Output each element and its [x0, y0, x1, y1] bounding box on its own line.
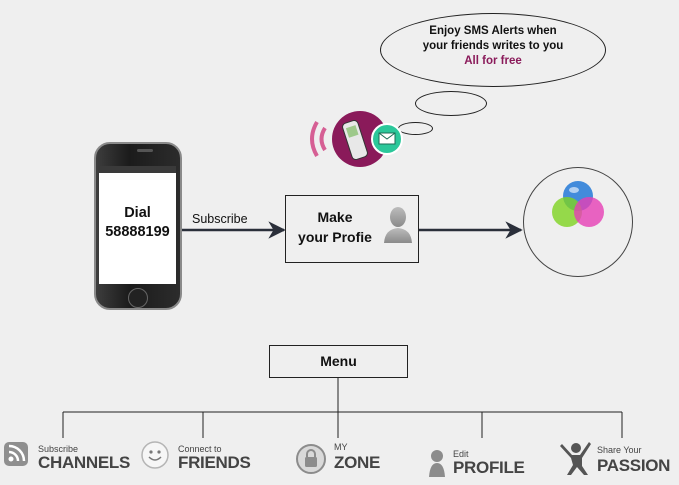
make-profile-text: Make your Profie [289, 207, 381, 247]
menu-box[interactable]: Menu [269, 345, 408, 378]
phone-home-button [128, 288, 148, 308]
sms-alert-bubble: Enjoy SMS Alerts when your friends write… [380, 13, 606, 87]
nav-profile-big: PROFILE [453, 458, 525, 477]
nav-zone-small: MY [334, 442, 348, 452]
nav-friends-big: FRIENDS [178, 453, 251, 472]
bubble-line-2: your friends writes to you [422, 40, 564, 52]
phone-screen: Dial 58888199 [99, 166, 176, 284]
bubble-tail-small [398, 122, 433, 135]
nav-passion[interactable]: Share Your PASSION [558, 437, 679, 479]
nav-passion-big: PASSION [597, 456, 671, 475]
nav-profile-small: Edit [453, 449, 469, 459]
bubble-line-1: Enjoy SMS Alerts when [429, 25, 557, 37]
subscribe-label: Subscribe [192, 212, 248, 226]
overlapping-circles-icon [552, 181, 604, 227]
nav-zone[interactable]: MY ZONE [295, 437, 395, 479]
phone-status-bar [99, 166, 176, 173]
dial-label: Dial [124, 205, 151, 221]
person-silhouette-icon [384, 207, 412, 243]
smiley-icon [141, 441, 169, 469]
sms-phone-icon [310, 111, 403, 167]
nav-channels[interactable]: Subscribe CHANNELS [3, 437, 131, 477]
nav-channels-big: CHANNELS [38, 453, 131, 472]
nav-passion-small: Share Your [597, 445, 642, 455]
lock-icon [296, 444, 326, 474]
nav-profile[interactable]: Edit PROFILE [428, 437, 538, 479]
dial-number: 58888199 [105, 224, 170, 240]
phone-speaker [137, 149, 153, 152]
nav-zone-big: ZONE [334, 453, 381, 472]
dancer-icon [560, 442, 591, 475]
profile-line-2: your Profie [298, 229, 372, 245]
profile-line-1: Make [317, 209, 353, 225]
nav-friends-small: Connect to [178, 444, 222, 454]
bubble-line-3: All for free [464, 55, 522, 67]
rss-icon [4, 442, 28, 466]
nav-channels-small: Subscribe [38, 444, 79, 454]
person-icon [429, 450, 445, 477]
nav-friends[interactable]: Connect to FRIENDS [140, 437, 265, 477]
menu-tree-lines [62, 378, 623, 438]
bubble-tail-large [415, 91, 487, 116]
